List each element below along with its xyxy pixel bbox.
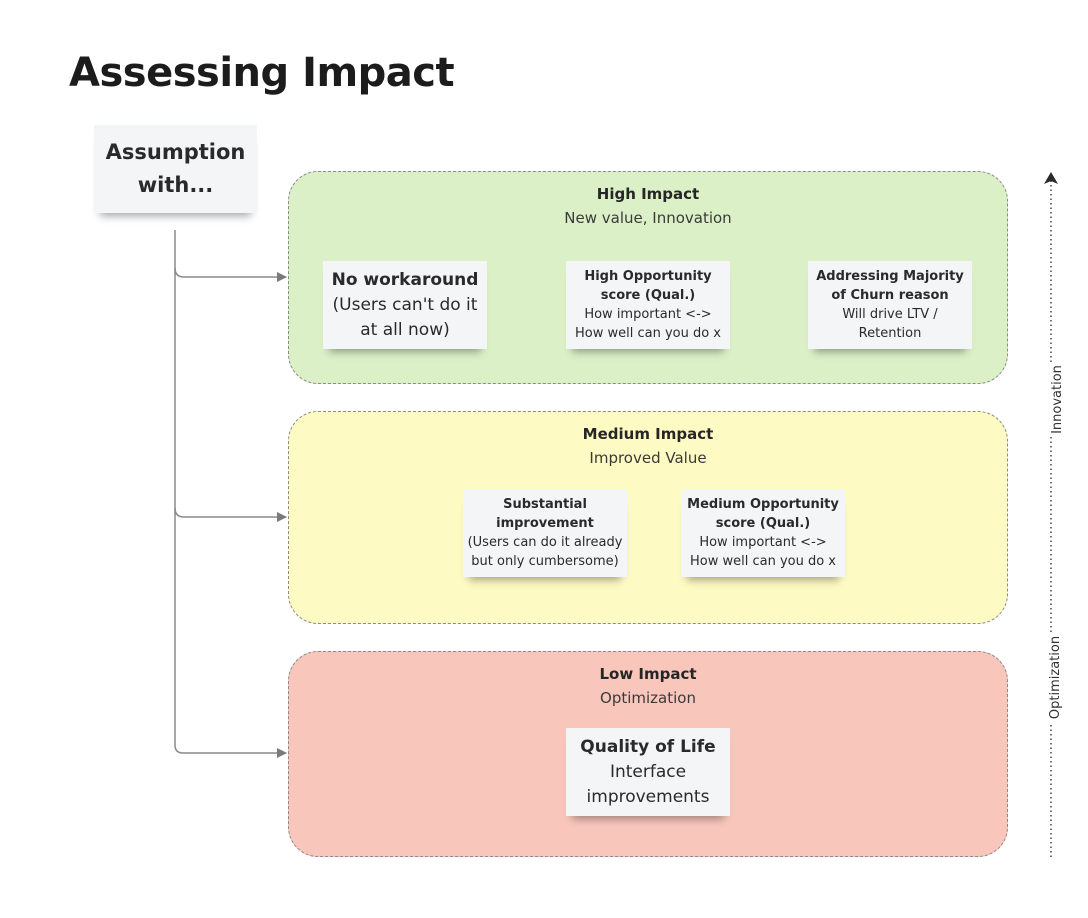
- sticky-no-workaround[interactable]: No workaround (Users can't do it at all …: [323, 261, 487, 349]
- sticky-title: High Opportunity: [584, 269, 712, 284]
- sticky-title: No workaround: [331, 269, 479, 290]
- sticky-title: Medium Opportunity: [687, 497, 839, 512]
- sticky-title: improvement: [496, 516, 594, 531]
- zone-subtitle: Improved Value: [589, 449, 707, 467]
- assumption-line-2: with...: [137, 173, 214, 197]
- sticky-body-line: How well can you do x: [689, 554, 836, 569]
- sticky-substantial-improvement[interactable]: Substantial improvement (Users can do it…: [463, 489, 627, 577]
- sticky-quality-of-life[interactable]: Quality of Life Interface improvements: [566, 728, 730, 816]
- page-title: Assessing Impact: [69, 50, 455, 96]
- sticky-body-line: (Users can't do it: [332, 294, 478, 315]
- sticky-body-line: How important <->: [584, 307, 712, 322]
- axis-label-innovation: Innovation: [1049, 362, 1065, 437]
- sticky-title: of Churn reason: [831, 288, 949, 303]
- sticky-body-line: Will drive LTV /: [842, 307, 938, 322]
- assumption-sticky-note[interactable]: Assumption with...: [94, 125, 257, 213]
- sticky-body-line: but only cumbersome): [471, 554, 619, 569]
- sticky-body-line: Interface: [609, 761, 687, 782]
- sticky-title: Quality of Life: [580, 736, 716, 757]
- sticky-title: Addressing Majority: [816, 269, 964, 284]
- sticky-churn-reason[interactable]: Addressing Majority of Churn reason Will…: [808, 261, 972, 349]
- zone-title: Medium Impact: [582, 425, 714, 443]
- axis-label-optimization: Optimization: [1048, 632, 1064, 723]
- assumption-line-1: Assumption: [105, 140, 246, 164]
- sticky-title: score (Qual.): [715, 516, 811, 531]
- connector-trunk: [174, 230, 184, 754]
- connector-high-arrow: [174, 267, 287, 282]
- zone-medium-impact[interactable]: Medium Impact Improved Value: [288, 411, 1008, 624]
- sticky-medium-opportunity[interactable]: Medium Opportunity score (Qual.) How imp…: [681, 489, 845, 577]
- sticky-body-line: improvements: [586, 786, 710, 807]
- sticky-body-line: (Users can do it already: [467, 535, 623, 550]
- zone-title: Low Impact: [599, 665, 697, 683]
- zone-title: High Impact: [596, 185, 700, 203]
- sticky-title: score (Qual.): [600, 288, 696, 303]
- sticky-body-line: How important <->: [699, 535, 827, 550]
- sticky-high-opportunity[interactable]: High Opportunity score (Qual.) How impor…: [566, 261, 730, 349]
- connector-medium-arrow: [174, 507, 287, 522]
- zone-subtitle: Optimization: [600, 689, 696, 707]
- zone-subtitle: New value, Innovation: [564, 209, 732, 227]
- sticky-body-line: Retention: [858, 326, 922, 341]
- sticky-body-line: How well can you do x: [574, 326, 721, 341]
- sticky-body-line: at all now): [360, 319, 450, 340]
- sticky-title: Substantial: [503, 497, 587, 512]
